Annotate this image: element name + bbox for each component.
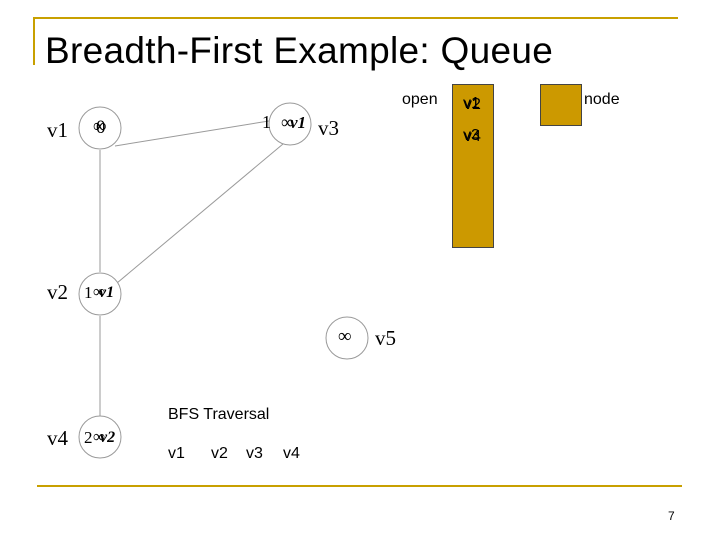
node-v2-circle: [78, 272, 122, 316]
node-v2-dist-overlay: 1: [84, 283, 93, 302]
node-v4-path: v2: [100, 429, 116, 446]
node-v5-dist: ∞: [338, 326, 352, 347]
node-v1-circle: [78, 106, 122, 150]
node-v3-dist-overlay: 1: [262, 112, 271, 132]
queue-entry-2-over: v4: [464, 128, 481, 145]
node-v1-dist-overlay: 0: [96, 117, 106, 138]
node-v5-circle: [325, 316, 369, 360]
slide-title: Breadth-First Example: Queue: [45, 30, 554, 71]
edge-v1-v3: [114, 119, 276, 147]
vertex-label-v4: v4: [47, 426, 68, 450]
node-v4-dist-overlay: 2: [84, 428, 93, 447]
vertex-label-v1: v1: [47, 118, 68, 142]
frame-left-line: [33, 17, 35, 65]
node-v2-dist: ∞: [93, 282, 106, 301]
node-v2-path: v1: [99, 284, 115, 301]
queue-entry-1-under: v1: [463, 95, 480, 112]
vertex-label-v3: v3: [318, 116, 339, 140]
traversal-item-3: v3: [246, 445, 263, 462]
vertex-label-v5: v5: [375, 326, 396, 350]
node-v3-path: v1: [290, 113, 307, 132]
bfs-traversal-heading: BFS Traversal: [168, 406, 270, 423]
vertex-label-v2: v2: [47, 280, 68, 304]
node-v4-dist: ∞: [93, 427, 106, 446]
open-label: open: [402, 91, 438, 108]
node-v4-circle: [78, 415, 122, 459]
frame-bottom-line: [37, 485, 682, 487]
node-v3-circle: [268, 102, 312, 146]
node-v1-dist: ∞: [93, 116, 107, 137]
page-number: 7: [668, 509, 675, 523]
queue-entry-2-under: v3: [463, 127, 480, 144]
edge-v3-v2: [116, 143, 284, 284]
node-v3-dist: ∞: [281, 112, 294, 132]
queue-entry-1-over: v2: [464, 96, 481, 113]
node-box: [540, 84, 582, 126]
queue-box: [452, 84, 494, 248]
node-label: node: [584, 91, 620, 108]
frame-top-line: [33, 17, 678, 19]
traversal-item-1: v1: [168, 445, 185, 462]
traversal-item-4: v4: [283, 445, 300, 462]
traversal-item-2: v2: [211, 445, 228, 462]
